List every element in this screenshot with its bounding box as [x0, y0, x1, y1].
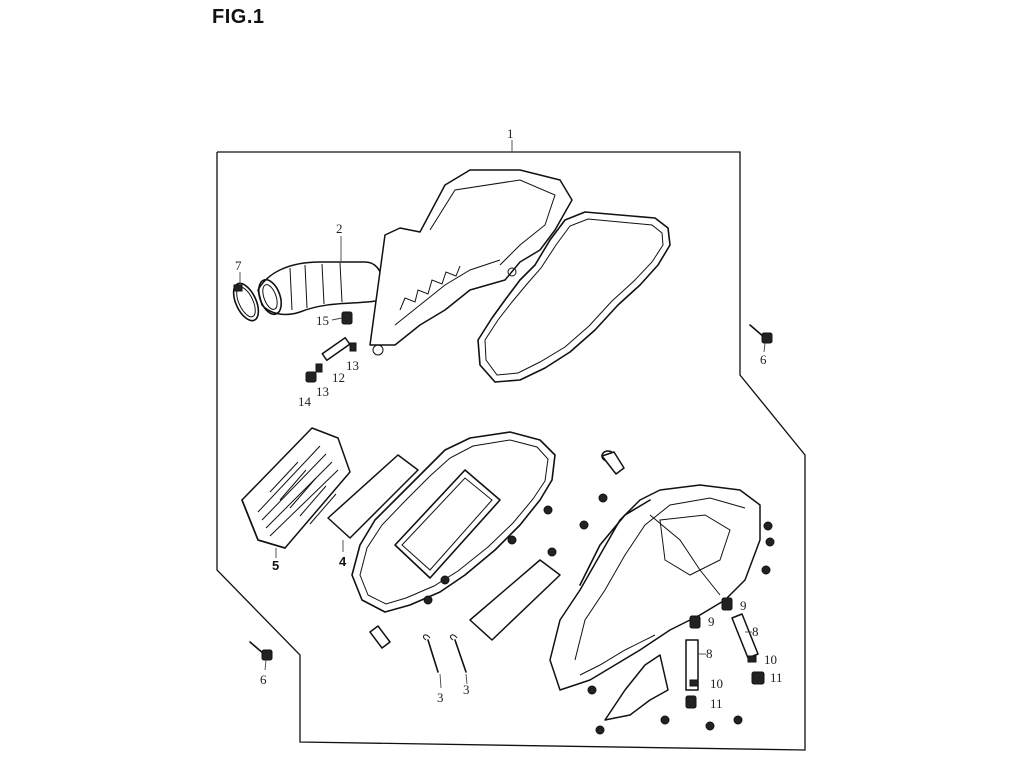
callout-1: 1	[507, 126, 514, 141]
callout-6a: 6	[760, 352, 767, 367]
figure-title: FIG.1	[212, 6, 265, 28]
part-13-clip-a	[349, 342, 357, 352]
leader-3a	[439, 673, 442, 689]
part-8-tube-a	[685, 639, 699, 691]
part-14-plug	[305, 371, 317, 383]
part-frame-inner	[394, 469, 501, 579]
callout-10a: 10	[764, 652, 777, 667]
leader-3b	[465, 673, 468, 685]
part-7-hose-clamp	[232, 282, 260, 322]
part-3-clip-b	[450, 634, 467, 673]
callout-7: 7	[235, 258, 242, 273]
part-gasket-middle-inner	[359, 439, 549, 605]
part-15-fitting	[341, 311, 353, 325]
part-9-fitting-b	[689, 615, 701, 629]
part-11-fitting-b	[685, 695, 697, 709]
callout-10b: 10	[710, 676, 723, 691]
part-10-clip-a	[747, 655, 757, 663]
callout-13b: 13	[316, 384, 329, 399]
part-gasket-middle	[351, 431, 556, 613]
part-8-tube-b	[731, 613, 759, 659]
callout-11a: 11	[770, 670, 783, 685]
part-10-clip-b	[689, 679, 699, 687]
callout-13a: 13	[346, 358, 359, 373]
callout-3a: 3	[437, 690, 444, 705]
part-filter-sheet	[469, 559, 561, 641]
screws	[423, 493, 775, 735]
part-5-air-filter-element	[241, 427, 351, 549]
callout-2: 2	[336, 221, 343, 236]
part-lower-case	[549, 484, 761, 691]
callout-12: 12	[332, 370, 345, 385]
callout-9a: 9	[740, 598, 747, 613]
leader-15	[331, 317, 343, 321]
part-gasket-upper	[477, 211, 671, 383]
part-spacer-lower	[369, 625, 391, 649]
part-deflector	[604, 654, 669, 721]
part-12-tube	[321, 336, 351, 362]
callout-14: 14	[298, 394, 312, 409]
leader-6-lower	[264, 659, 267, 671]
part-3-clip-a	[423, 634, 439, 673]
callout-6b: 6	[260, 672, 267, 687]
callout-11b: 11	[710, 696, 723, 711]
callout-9b: 9	[708, 614, 715, 629]
part-2-intake-duct-upper-case	[257, 169, 573, 356]
callout-15: 15	[316, 313, 329, 328]
part-9-fitting-a	[721, 597, 733, 611]
part-6-bolt-lower	[249, 641, 273, 661]
callout-3b: 3	[463, 682, 470, 697]
assembly-boundary	[216, 151, 806, 751]
part-4-filter-pad	[327, 454, 419, 539]
leader-6-upper	[763, 342, 766, 353]
part-gasket-upper-inner	[484, 218, 664, 376]
part-13-clip-b	[315, 363, 323, 373]
callout-4: 4	[339, 554, 347, 569]
callout-8a: 8	[706, 646, 713, 661]
callout-5: 5	[272, 558, 279, 573]
part-spacer-upper	[601, 450, 625, 475]
part-11-fitting-a	[751, 671, 765, 685]
callout-8b: 8	[752, 624, 759, 639]
part-6-bolt-upper	[749, 324, 773, 344]
